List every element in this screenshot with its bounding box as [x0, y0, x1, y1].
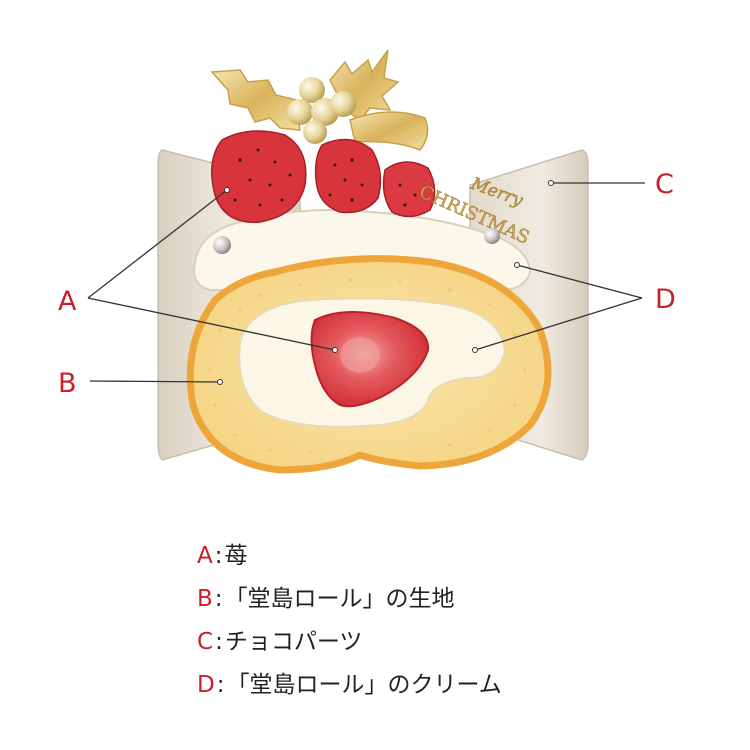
leader-dot	[514, 262, 520, 268]
gold-pearl	[287, 99, 313, 125]
legend-key: D	[197, 672, 215, 698]
callout-label-b: B	[58, 368, 77, 399]
legend-text: チョコパーツ	[224, 629, 363, 655]
strawberry-right	[382, 161, 436, 218]
leader-line-d-center	[474, 297, 643, 351]
legend-row-a: A:苺	[197, 535, 717, 578]
gold-holly-decoration	[210, 49, 429, 151]
legend-key: B	[197, 586, 213, 612]
strawberry-middle	[314, 138, 382, 214]
legend-key: A	[197, 543, 213, 569]
sponge-texture	[208, 278, 527, 454]
legend-text: 苺	[224, 543, 248, 569]
leader-lines	[87, 182, 645, 383]
gold-ribbon	[349, 111, 429, 151]
gold-pearl	[330, 91, 356, 117]
gold-pearl	[303, 120, 327, 144]
leader-dot	[217, 379, 223, 385]
silver-dragee	[213, 236, 231, 254]
legend-key: C	[197, 629, 214, 655]
silver-dragee	[484, 228, 500, 244]
leader-line-a-center	[87, 297, 336, 351]
strawberry-seeds	[233, 148, 417, 207]
legend-separator: :	[214, 586, 223, 612]
legend: A:苺 B:「堂島ロール」の生地 C:チョコパーツ D:「堂島ロール」のクリーム	[197, 535, 717, 707]
legend-separator: :	[214, 543, 223, 569]
legend-row-d: D:「堂島ロール」のクリーム	[197, 664, 717, 707]
leader-dot	[548, 180, 554, 186]
leader-dot	[472, 347, 478, 353]
callout-label-c: C	[655, 169, 674, 200]
legend-separator: :	[216, 672, 225, 698]
legend-text: 「堂島ロール」のクリーム	[226, 672, 502, 698]
gold-pearl	[299, 77, 325, 103]
leader-line-b	[89, 380, 221, 383]
leader-line-a-top	[87, 189, 228, 299]
legend-row-c: C:チョコパーツ	[197, 621, 717, 664]
leader-dot	[224, 187, 230, 193]
holly-leaf-left	[210, 69, 301, 131]
center-strawberry-core	[340, 337, 380, 373]
strawberry-left	[211, 130, 307, 223]
legend-row-b: B:「堂島ロール」の生地	[197, 578, 717, 621]
legend-text: 「堂島ロール」の生地	[224, 586, 455, 612]
leader-dot	[332, 347, 338, 353]
callout-label-d: D	[655, 284, 676, 315]
callout-label-a: A	[58, 286, 77, 317]
leader-dots	[217, 180, 554, 385]
leader-line-d-top	[516, 264, 643, 299]
legend-separator: :	[215, 629, 223, 655]
top-strawberries	[211, 130, 436, 223]
